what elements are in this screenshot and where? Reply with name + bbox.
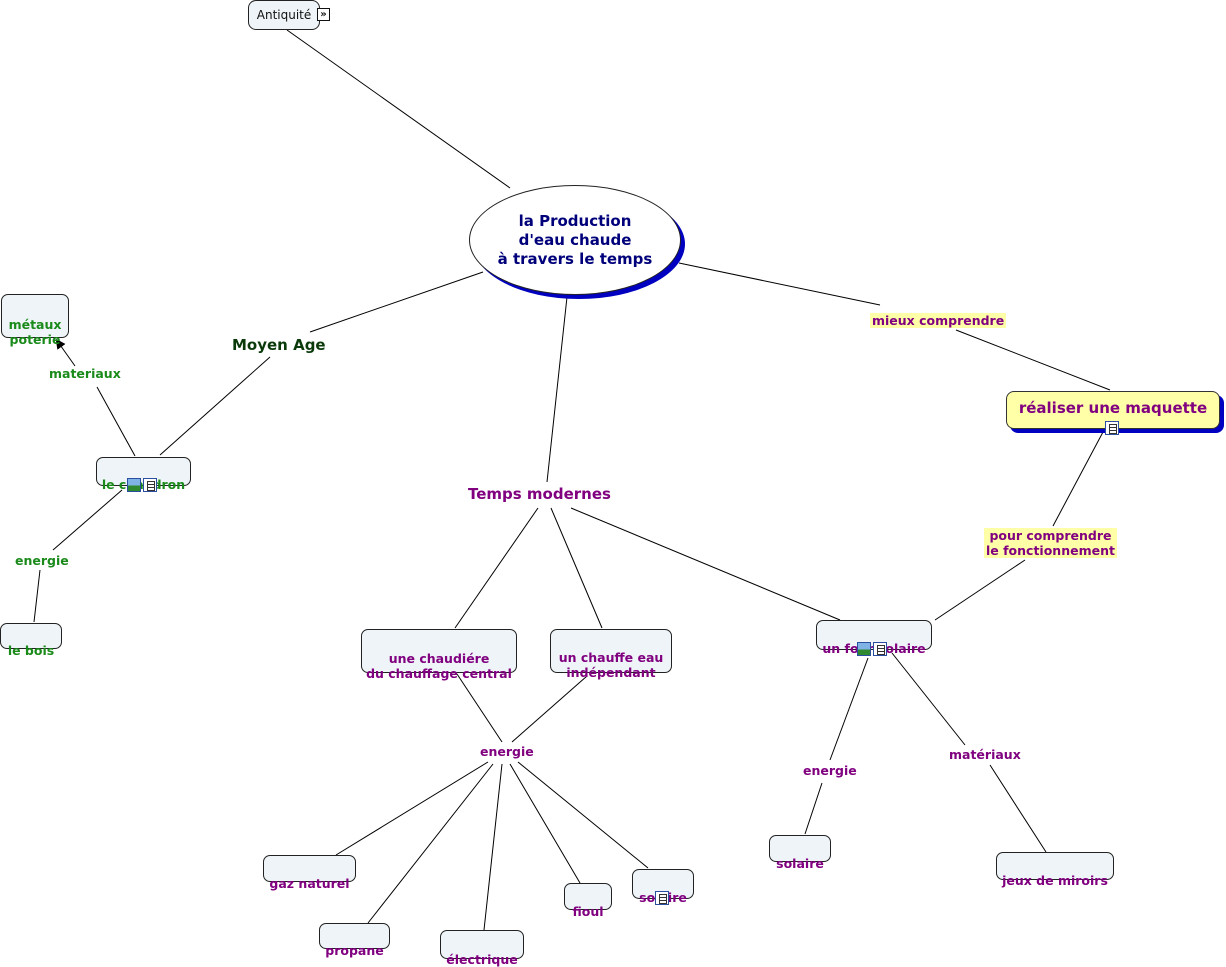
node-gaz-naturel[interactable]: gaz naturel bbox=[263, 855, 356, 891]
line-four-materiaux-b bbox=[989, 764, 1047, 853]
solaire-icons bbox=[655, 891, 669, 905]
note-icon[interactable] bbox=[873, 642, 887, 656]
image-icon[interactable] bbox=[127, 478, 141, 492]
line-pour-a bbox=[1052, 431, 1104, 527]
link-materiaux: materiaux bbox=[49, 366, 121, 381]
link-energie-bois: energie bbox=[15, 553, 69, 568]
line-solaire bbox=[517, 761, 649, 869]
node-four-solaire-energie[interactable]: solaire bbox=[769, 835, 831, 871]
line-propane bbox=[367, 763, 494, 924]
line-four bbox=[570, 507, 841, 621]
line-mieux-a bbox=[678, 262, 881, 306]
node-gaz-naturel-label: gaz naturel bbox=[269, 876, 350, 891]
line-energie-bois-b bbox=[33, 569, 41, 623]
line-four-energie-b bbox=[804, 782, 823, 835]
line-chaudiere bbox=[454, 507, 539, 629]
line-energie-bois-a bbox=[52, 489, 123, 551]
label-temps-modernes: Temps modernes bbox=[468, 485, 611, 503]
node-chauffe-eau[interactable]: un chauffe eau indépendant bbox=[550, 629, 672, 680]
line-chauffe-energie bbox=[511, 675, 588, 743]
line-pour-b bbox=[934, 559, 1026, 621]
link-mieux-comprendre: mieux comprendre bbox=[870, 313, 1007, 328]
node-four-solaire-energie-label: solaire bbox=[776, 856, 824, 871]
node-realiser-maquette-label: réaliser une maquette bbox=[1018, 399, 1208, 417]
node-le-bois-label: le bois bbox=[7, 643, 55, 658]
node-le-bois[interactable]: le bois bbox=[0, 623, 62, 658]
line-fioul bbox=[509, 763, 581, 884]
link-four-materiaux: matériaux bbox=[949, 747, 1021, 762]
link-pour-comprendre: pour comprendre le fonctionnement bbox=[984, 528, 1117, 558]
node-jeux-de-miroirs[interactable]: jeux de miroirs bbox=[996, 852, 1114, 888]
note-icon[interactable] bbox=[655, 891, 669, 905]
maquette-icons bbox=[1105, 421, 1119, 435]
node-fioul[interactable]: fioul bbox=[564, 883, 612, 919]
line-antiquite bbox=[286, 29, 511, 189]
image-icon[interactable] bbox=[857, 642, 871, 656]
four-icons bbox=[857, 642, 887, 656]
node-propane-label: propane bbox=[325, 943, 384, 958]
link-four-energie: energie bbox=[803, 763, 857, 778]
line-materiaux-b bbox=[55, 338, 76, 367]
node-metaux-poterie[interactable]: métaux poterie bbox=[1, 294, 69, 347]
line-moyen-age-b bbox=[159, 356, 271, 456]
label-moyen-age: Moyen Age bbox=[232, 336, 326, 354]
line-gaz bbox=[335, 761, 489, 856]
line-electrique bbox=[483, 763, 503, 931]
node-antiquite-label: Antiquité bbox=[256, 8, 312, 22]
note-icon[interactable] bbox=[1105, 421, 1119, 435]
line-mieux-b bbox=[955, 329, 1111, 391]
node-electrique-label: électrique bbox=[446, 952, 518, 967]
expand-icon[interactable]: » bbox=[317, 8, 330, 21]
node-chaudiere-label: une chaudiére du chauffage central bbox=[366, 651, 512, 681]
link-energie: energie bbox=[480, 744, 534, 759]
node-chauffe-eau-label: un chauffe eau indépendant bbox=[558, 650, 664, 680]
node-propane[interactable]: propane bbox=[319, 923, 390, 958]
node-jeux-de-miroirs-label: jeux de miroirs bbox=[1002, 873, 1108, 888]
note-icon[interactable] bbox=[143, 478, 157, 492]
node-metaux-poterie-label: métaux poterie bbox=[8, 317, 62, 347]
line-chaudiere-energie bbox=[456, 673, 503, 743]
line-materiaux-a bbox=[96, 386, 136, 457]
line-chauffe-eau bbox=[550, 507, 603, 629]
node-fioul-label: fioul bbox=[572, 904, 604, 919]
line-moyen-age-a bbox=[309, 271, 484, 333]
line-four-materiaux-a bbox=[891, 652, 966, 746]
chaudron-icons bbox=[127, 478, 157, 492]
node-electrique[interactable]: électrique bbox=[440, 930, 524, 967]
node-antiquite[interactable]: Antiquité bbox=[248, 0, 320, 30]
line-temps-modernes bbox=[546, 296, 568, 483]
node-realiser-maquette[interactable]: réaliser une maquette bbox=[1006, 391, 1220, 429]
central-topic[interactable]: la Production d'eau chaude à travers le … bbox=[469, 185, 681, 295]
line-four-energie-a bbox=[829, 657, 869, 761]
central-topic-label: la Production d'eau chaude à travers le … bbox=[497, 211, 653, 268]
node-chaudiere[interactable]: une chaudiére du chauffage central bbox=[361, 629, 517, 681]
